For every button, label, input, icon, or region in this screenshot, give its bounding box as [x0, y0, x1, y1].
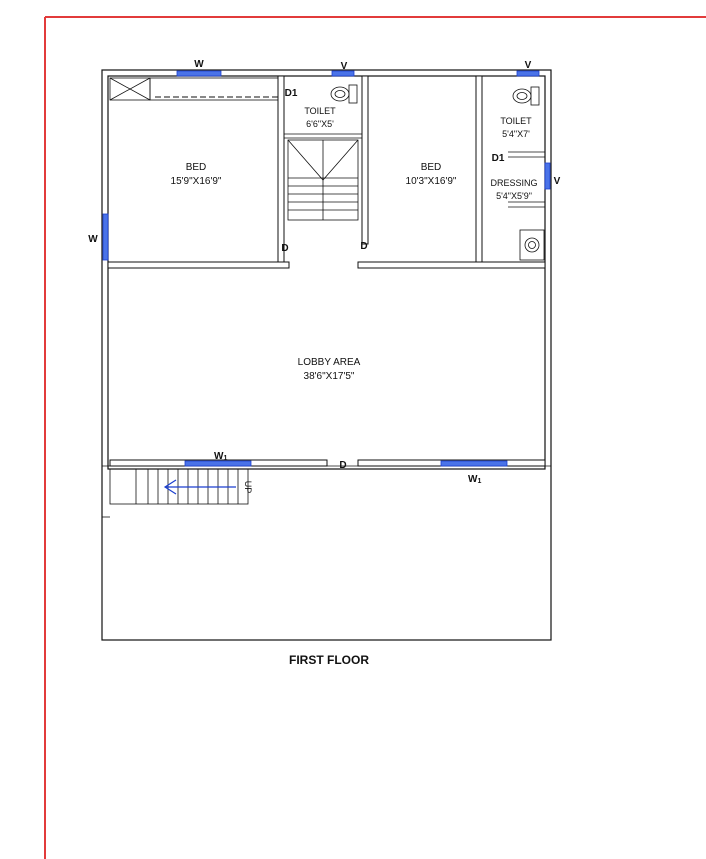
dressing-size: 5'4"X5'9" — [496, 191, 532, 201]
ventilator-tag-top-1: V — [341, 61, 348, 72]
door-tag-d1-toilet2: D1 — [492, 153, 505, 164]
ventilator-tag-right: V — [554, 176, 561, 187]
external-staircase — [109, 468, 249, 505]
windows — [102, 70, 551, 467]
washbasin-icon — [519, 229, 545, 261]
toilet1-wc-icon — [330, 84, 358, 104]
ventilator-tag-top-2: V — [525, 60, 532, 71]
bed2-name: BED — [421, 162, 442, 173]
door-tag-bed1: D — [281, 243, 288, 254]
toilet2-wc-icon — [512, 86, 540, 106]
bed1-name: BED — [186, 162, 207, 173]
window-tag-w1-left: W1 — [214, 451, 227, 462]
outer-walls — [101, 69, 552, 641]
window-tag-top: W — [194, 59, 204, 70]
toilet2-size: 5'4"X7' — [502, 129, 530, 139]
toilet1-name: TOILET — [304, 106, 336, 116]
stair-arrow-head — [163, 479, 177, 495]
wardrobe — [109, 77, 279, 101]
window-tag-w1-right: W1 — [468, 474, 481, 485]
dressing-name: DRESSING — [490, 178, 537, 188]
drawing-title: FIRST FLOOR — [289, 653, 369, 667]
interior-walls — [107, 75, 546, 467]
stair-up-label: UP — [243, 481, 253, 494]
bed1-size: 15'9"X16'9" — [171, 176, 222, 187]
door-tag-lobby: D — [339, 460, 346, 471]
window-tag-left: W — [88, 234, 98, 245]
lobby-name: LOBBY AREA — [298, 357, 361, 368]
door-tag-bed2: D — [360, 241, 367, 252]
internal-staircase — [287, 139, 359, 221]
door-tag-d1-toilet1: D1 — [285, 88, 298, 99]
toilet2-name: TOILET — [500, 116, 532, 126]
lobby-size: 38'6"X17'5" — [304, 371, 355, 382]
toilet1-size: 6'6"X5' — [306, 119, 334, 129]
bed2-size: 10'3"X16'9" — [406, 176, 457, 187]
